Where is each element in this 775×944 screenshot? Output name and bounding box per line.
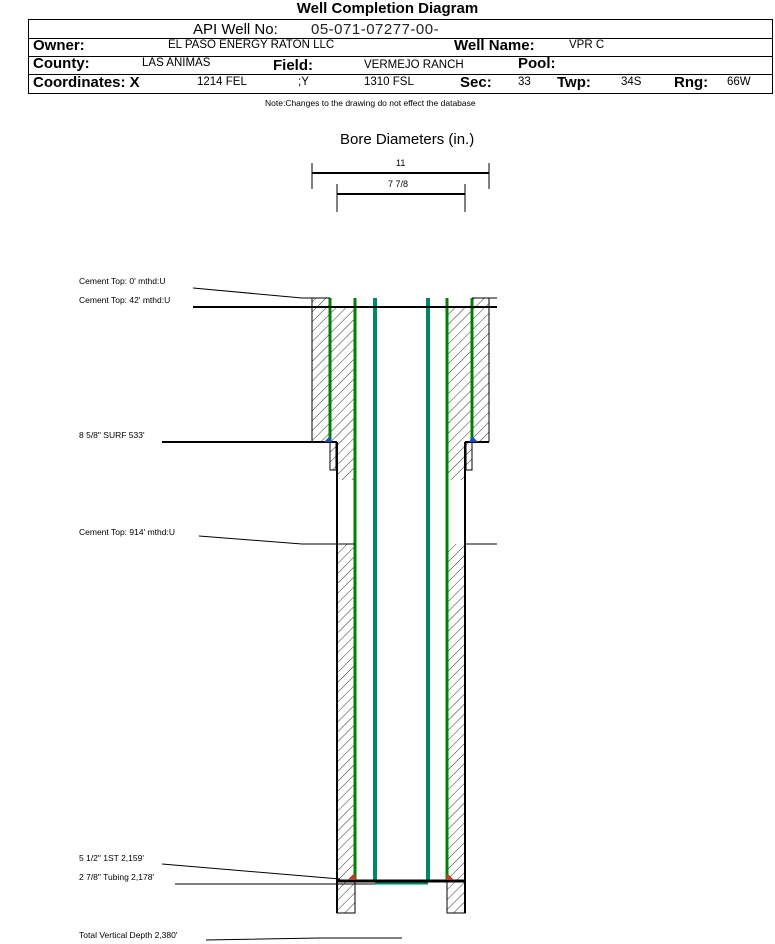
database-note: Note:Changes to the drawing do not effec… bbox=[265, 98, 476, 108]
tubing-label: 2 7/8" Tubing 2,178' bbox=[79, 872, 155, 882]
header-rule bbox=[28, 93, 773, 94]
header-border bbox=[28, 19, 29, 94]
well-info-header: API Well No: 05-071-07277-00- Owner: EL … bbox=[28, 19, 773, 96]
cement-top-0-label: Cement Top: 0' mthd:U bbox=[79, 276, 166, 286]
production-cement-upper-left bbox=[330, 308, 355, 442]
surface-cement-left bbox=[312, 298, 330, 442]
twp-label: Twp: bbox=[557, 74, 591, 91]
surface-shoe-marker-left bbox=[324, 436, 332, 442]
production-casing bbox=[353, 298, 449, 881]
api-label: API Well No: bbox=[193, 21, 278, 38]
rathole-right bbox=[446, 880, 466, 914]
owner-value: EL PASO ENERGY RATON LLC bbox=[168, 39, 335, 51]
surface-cement-right bbox=[472, 298, 489, 442]
production-shoe-marker-right bbox=[446, 873, 454, 880]
coordinate-y-value: 1310 FSL bbox=[364, 76, 414, 88]
twp-value: 34S bbox=[621, 76, 642, 88]
header-rule bbox=[28, 38, 773, 39]
bore-outer-dimension bbox=[311, 163, 490, 189]
tubing bbox=[373, 298, 430, 885]
sec-label: Sec: bbox=[460, 74, 492, 91]
header-rule bbox=[28, 56, 773, 57]
surface-shoe-marker-right bbox=[469, 436, 478, 442]
header-rule bbox=[28, 19, 773, 20]
bore-diameters-title: Bore Diameters (in.) bbox=[340, 131, 475, 148]
rng-value: 66W bbox=[727, 76, 751, 88]
bore-outer-diameter: 11 bbox=[396, 158, 406, 168]
cement-top-42-label: Cement Top: 42' mthd:U bbox=[79, 295, 171, 305]
production-casing-leader bbox=[161, 863, 341, 880]
field-label: Field: bbox=[273, 57, 313, 74]
production-casing-label: 5 1/2" 1ST 2,159' bbox=[79, 853, 144, 863]
production-cement-mid-left bbox=[337, 442, 355, 480]
surface-casing-label: 8 5/8" SURF 533' bbox=[79, 430, 145, 440]
coordinate-y-label: ;Y bbox=[298, 76, 309, 88]
production-cement-mid-right bbox=[447, 442, 465, 480]
header-rule bbox=[28, 74, 773, 75]
production-hole-outline bbox=[336, 442, 466, 913]
county-label: County: bbox=[33, 55, 90, 72]
cement-top-0-leader bbox=[192, 287, 330, 299]
total-depth-label: Total Vertical Depth 2,380' bbox=[79, 930, 178, 940]
coordinate-x-value: 1214 FEL bbox=[197, 76, 247, 88]
production-shoe-marker-left bbox=[348, 873, 356, 880]
header-border bbox=[772, 19, 773, 94]
field-value: VERMEJO RANCH bbox=[364, 59, 464, 71]
pool-label: Pool: bbox=[518, 55, 556, 72]
surface-casing bbox=[328, 298, 474, 442]
sec-value: 33 bbox=[518, 76, 531, 88]
cement-top-914-leader bbox=[198, 535, 355, 545]
shoe-cement-left bbox=[329, 441, 337, 471]
page-title: Well Completion Diagram bbox=[296, 0, 479, 17]
bore-inner-dimension bbox=[336, 184, 466, 212]
bore-inner-diameter: 7 7/8 bbox=[388, 179, 409, 189]
api-value: 05-071-07277-00- bbox=[311, 21, 440, 38]
county-value: LAS ANIMAS bbox=[142, 57, 211, 69]
well-name-value: VPR C bbox=[569, 39, 605, 51]
coordinates-label: Coordinates: X bbox=[33, 74, 140, 91]
cement-top-914-label: Cement Top: 914' mthd:U bbox=[79, 527, 175, 537]
production-cement-lower-right bbox=[447, 544, 465, 881]
shoe-cement-right bbox=[465, 441, 473, 471]
production-cement-upper-right bbox=[447, 308, 472, 442]
well-name-label: Well Name: bbox=[454, 37, 535, 54]
rathole-left bbox=[336, 880, 356, 914]
owner-label: Owner: bbox=[33, 37, 85, 54]
rng-label: Rng: bbox=[674, 74, 709, 91]
total-depth-leader bbox=[205, 937, 402, 941]
production-cement-lower-left bbox=[337, 544, 355, 881]
